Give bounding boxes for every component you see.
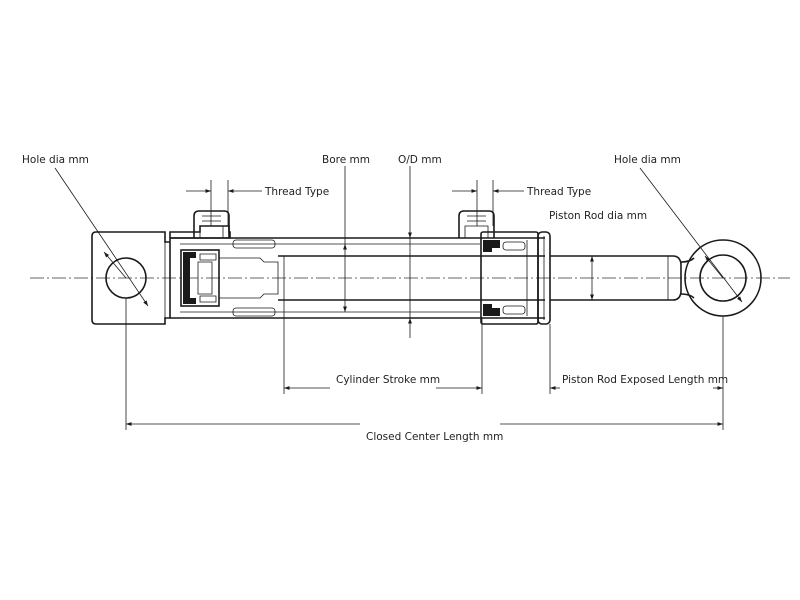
hole-dia-left-leader xyxy=(54,167,149,307)
hole-dia-left-label: Hole dia mm xyxy=(22,154,89,166)
piston-rod-exposed xyxy=(550,255,682,301)
hole-dia-right-label: Hole dia mm xyxy=(614,154,681,166)
thread-type-left-label: Thread Type xyxy=(264,186,329,198)
right-port-boss xyxy=(458,210,495,238)
left-port-boss xyxy=(193,210,230,238)
base-clevis xyxy=(91,225,231,325)
closed-center-length-label: Closed Center Length mm xyxy=(366,431,503,443)
piston-rod-internal xyxy=(278,255,545,301)
rod-eye xyxy=(680,239,762,317)
cylinder-stroke-label: Cylinder Stroke mm xyxy=(336,374,440,386)
piston xyxy=(180,249,279,307)
rod-eye-hole xyxy=(699,254,747,302)
extension-lines xyxy=(125,298,724,430)
barrel-cutouts xyxy=(232,239,276,317)
bore-label: Bore mm xyxy=(322,154,370,166)
cylinder-barrel xyxy=(170,237,545,319)
thread-type-right-label: Thread Type xyxy=(526,186,591,198)
piston-rod-dia-label: Piston Rod dia mm xyxy=(549,210,647,222)
hole-dia-right-leader xyxy=(639,167,743,303)
thread-type-right-dim xyxy=(452,180,524,226)
thread-type-left-dim xyxy=(186,180,262,226)
od-label: O/D mm xyxy=(398,154,442,166)
piston-rod-exposed-length-label: Piston Rod Exposed Length mm xyxy=(562,374,728,386)
cylinder-head-gland xyxy=(480,231,551,325)
